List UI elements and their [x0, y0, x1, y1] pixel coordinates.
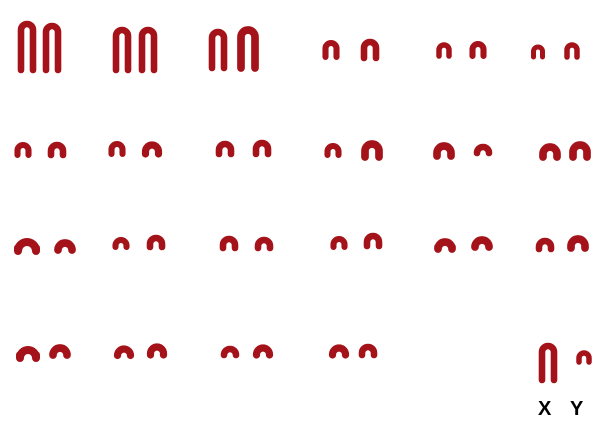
chromosome-2a — [116, 30, 128, 70]
chromosome-18b — [571, 239, 585, 248]
chromosome-19b — [53, 348, 67, 355]
chromosome-10b — [365, 144, 379, 157]
chromosome-3b — [241, 30, 255, 68]
chromosome-9b — [256, 143, 268, 154]
chromosome-9a — [219, 144, 231, 154]
chromosome-13a — [18, 242, 36, 251]
chromosome-16a — [334, 239, 345, 247]
chromosome-22b — [362, 347, 374, 355]
chromosome-7a — [18, 145, 29, 155]
chromosome-8b — [146, 145, 159, 154]
x-chromosome-label: X — [538, 398, 551, 420]
chromosome-1a — [21, 24, 33, 70]
chromosome-14b — [150, 238, 162, 247]
chromosome-12a — [543, 147, 557, 157]
chromosome-15b — [258, 240, 270, 248]
chromosome-20a — [118, 349, 131, 355]
chromosome-18a — [539, 241, 551, 249]
chromosome-5b — [473, 44, 484, 56]
chromosome-y — [579, 353, 589, 362]
chromosome-7b — [51, 145, 63, 155]
chromosome-8a — [112, 144, 123, 154]
chromosome-5a — [439, 45, 449, 56]
chromosome-x — [542, 346, 554, 380]
chromosome-10a — [328, 146, 339, 155]
chromosome-1b — [46, 26, 58, 70]
chromosome-21a — [224, 349, 236, 355]
chromosome-4b — [364, 42, 376, 58]
chromosome-3a — [212, 32, 224, 68]
chromosome-4a — [326, 43, 337, 57]
chromosome-13b — [58, 243, 72, 250]
chromosome-20b — [151, 347, 164, 355]
chromosome-19a — [20, 350, 36, 358]
chromosome-17a — [438, 242, 452, 249]
chromosome-6a — [534, 47, 543, 57]
chromosome-6b — [567, 45, 577, 57]
chromosome-15a — [223, 239, 235, 248]
chromosome-14a — [116, 240, 127, 247]
chromosome-21b — [257, 348, 270, 355]
chromosome-22a — [333, 348, 346, 355]
chromosome-11b — [477, 147, 489, 153]
chromosome-12b — [573, 145, 587, 157]
chromosome-2b — [142, 30, 154, 70]
chromosome-16b — [367, 236, 379, 246]
y-chromosome-label: Y — [570, 398, 583, 420]
chromosome-17b — [475, 240, 489, 247]
chromosome-11a — [437, 146, 451, 156]
